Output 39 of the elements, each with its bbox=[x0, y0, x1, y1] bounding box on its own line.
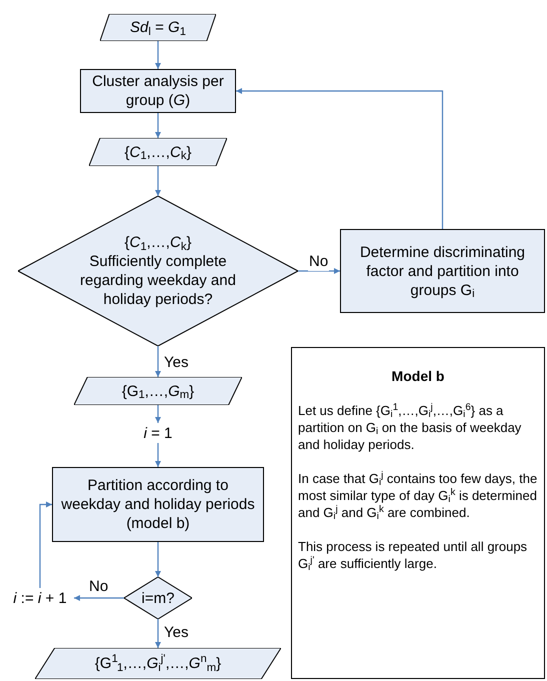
node-text: Cluster analysis per group (G) bbox=[91, 72, 225, 110]
arrow bbox=[236, 88, 444, 229]
process-box bbox=[52, 467, 264, 542]
arrow bbox=[155, 113, 161, 138]
node-text: Determine discriminating factor and partition into groups G$_{i}$ bbox=[358, 242, 526, 300]
node-text: Partition according to weekday and holiday periods (model b) bbox=[60, 476, 256, 533]
note-paragraph: This process is repeated until all groups G$_{i}$$^{j'}$ are sufficiently large. bbox=[298, 538, 528, 572]
node-text: {C$_{1}$,…,C$_{k}$} bbox=[124, 233, 192, 252]
node-text: i := i + 1 bbox=[12, 588, 68, 608]
data-parallelogram bbox=[89, 138, 227, 166]
decision-diamond bbox=[18, 196, 298, 346]
arrow bbox=[155, 346, 161, 377]
note-box bbox=[291, 347, 545, 679]
node-text: i=m? bbox=[140, 588, 176, 608]
process-box bbox=[80, 69, 236, 113]
data-parallelogram bbox=[100, 14, 216, 41]
node-text: {G$_{1}$,…,G$_{m}$} bbox=[120, 382, 196, 400]
node-text: i = 1 bbox=[142, 424, 174, 442]
arrow bbox=[155, 405, 161, 423]
arrow bbox=[155, 619, 161, 648]
arrow bbox=[155, 41, 161, 69]
process-box bbox=[340, 229, 545, 313]
data-parallelogram bbox=[74, 377, 242, 405]
edge-label: No bbox=[308, 253, 330, 271]
arrow bbox=[155, 443, 161, 467]
note-paragraph: In case that G$_{i}$$^{j}$ contains too few days, the most similar type of day G$_{i}$$^{k}$ is determined and G$_{i}$$^{j}$ and G$_{i}$$^{k}$ are combined. bbox=[298, 470, 538, 521]
node-text: Sufficiently complete regarding weekday and holiday periods? bbox=[79, 252, 237, 309]
arrow bbox=[155, 166, 161, 196]
decision-diamond bbox=[124, 577, 192, 619]
arrow bbox=[39, 502, 52, 588]
node-text: {G$^{1}$$_{1}$,…,G$_{i}$$^{j'}$,…,G$^{n}$$_{m}$} bbox=[94, 654, 222, 673]
arrow bbox=[155, 542, 161, 577]
arrow bbox=[74, 595, 124, 601]
node-text: {C$_{1}$,…,C$_{k}$} bbox=[124, 142, 192, 162]
note-paragraph: Let us define {G$_{i}$$^{1}$,…,G$_{i}$$^{j}$,…,G$_{i}$$^{6}$} as a partition on G$_{i}$ on the basis of weekday and holiday periods. bbox=[298, 402, 522, 453]
arrow bbox=[298, 268, 340, 274]
note-title: Model b bbox=[390, 368, 446, 385]
data-parallelogram bbox=[35, 648, 281, 679]
node-text: Sd$_{l}$ = G$_{1}$ bbox=[129, 18, 187, 37]
